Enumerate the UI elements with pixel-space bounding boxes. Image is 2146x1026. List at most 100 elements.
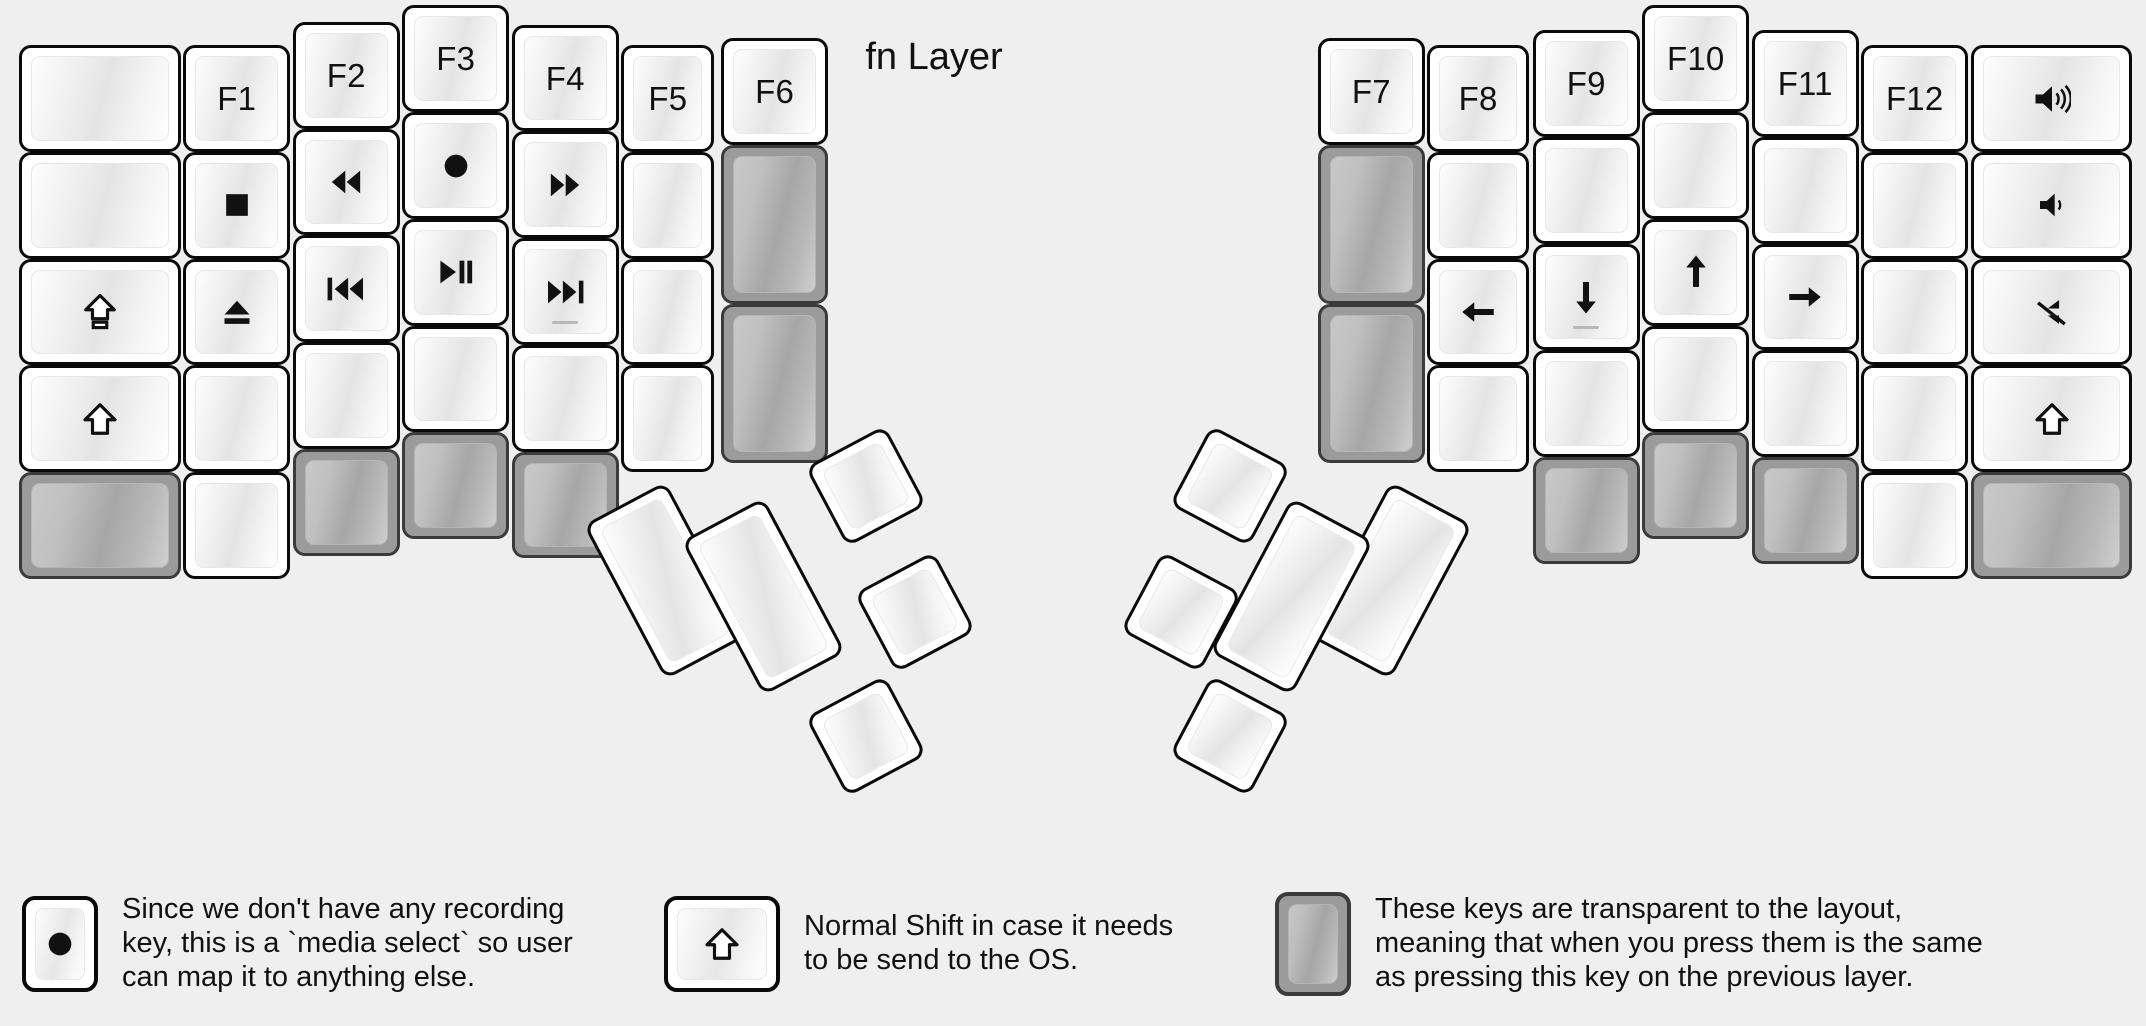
key-right-c5-r0-f12[interactable]: F12 bbox=[1861, 45, 1969, 152]
key-right-c2-r3[interactable] bbox=[1532, 350, 1640, 458]
legend-note-1-key-sample bbox=[22, 896, 98, 992]
arrow-down-icon bbox=[1576, 281, 1596, 314]
key-left-c0-r2-caps-lock[interactable] bbox=[19, 258, 181, 366]
key-right-c6-r2-volume-mute[interactable] bbox=[1970, 258, 2133, 366]
key-right-c3-r1[interactable] bbox=[1642, 112, 1750, 219]
legend-note-3: These keys are transparent to the layout… bbox=[1275, 862, 1983, 1026]
key-left-c1-r1-media-stop[interactable] bbox=[183, 151, 291, 259]
legend-note-2: Normal Shift in case it needs to be send… bbox=[664, 862, 1173, 1026]
legend-note-2-key-sample bbox=[664, 896, 780, 992]
key-left-c2-r0-f2[interactable]: F2 bbox=[292, 21, 400, 129]
key-left-c5-r1[interactable] bbox=[621, 151, 715, 259]
key-right-c6-r0-volume-up[interactable] bbox=[1970, 45, 2133, 152]
key-left-c6-r0-f6[interactable]: F6 bbox=[721, 38, 828, 146]
keycap-surface: F9 bbox=[1544, 41, 1628, 126]
key-left-c1-r0-f1[interactable]: F1 bbox=[183, 45, 291, 152]
key-left-c6-r1[interactable] bbox=[721, 145, 828, 304]
keycap-surface bbox=[1654, 123, 1738, 208]
key-right-c6-r3-shift[interactable] bbox=[1970, 365, 2133, 473]
volume-down-icon bbox=[2039, 193, 2061, 217]
legend-note-1-text: Since we don't have any recording key, t… bbox=[122, 893, 573, 993]
key-left-c5-r2[interactable] bbox=[621, 258, 715, 366]
key-right-c1-r1[interactable] bbox=[1427, 151, 1529, 259]
key-left-c2-r4[interactable] bbox=[292, 448, 400, 556]
key-right-c4-r3[interactable] bbox=[1751, 350, 1859, 458]
key-left-c0-r4[interactable] bbox=[19, 472, 181, 579]
key-right-c3-r0-f10[interactable]: F10 bbox=[1642, 5, 1750, 113]
key-right-c2-r4[interactable] bbox=[1532, 457, 1640, 564]
key-left-c1-r2-media-eject[interactable] bbox=[183, 258, 291, 366]
key-right-c4-r4[interactable] bbox=[1751, 457, 1859, 564]
key-right-c2-r2-arrow-down[interactable] bbox=[1532, 243, 1640, 351]
key-legend: F9 bbox=[1566, 64, 1606, 102]
key-left-c4-r3[interactable] bbox=[511, 344, 619, 452]
key-left-c0-r3-shift[interactable] bbox=[19, 365, 181, 473]
keycap-surface bbox=[1763, 468, 1847, 553]
keycap-surface bbox=[304, 139, 388, 225]
key-right-c6-r1-volume-down[interactable] bbox=[1970, 151, 2133, 259]
key-left-c5-r0-f5[interactable]: F5 bbox=[621, 45, 715, 152]
key-right-c5-r3[interactable] bbox=[1861, 365, 1969, 473]
keycap-surface bbox=[1544, 147, 1628, 233]
key-left-c3-r4[interactable] bbox=[402, 432, 510, 540]
key-left-c5-r3[interactable] bbox=[621, 365, 715, 473]
key-legend: F11 bbox=[1777, 64, 1833, 102]
key-left-c4-r0-f4[interactable]: F4 bbox=[511, 24, 619, 132]
key-right-c0-r2[interactable] bbox=[1317, 303, 1425, 463]
keycap-surface bbox=[35, 908, 85, 980]
key-right-c0-r1[interactable] bbox=[1317, 145, 1425, 304]
key-legend: F5 bbox=[648, 80, 688, 118]
key-left-c3-r2-media-play-pause[interactable] bbox=[402, 218, 510, 326]
key-right-c3-r2-arrow-up[interactable] bbox=[1642, 218, 1750, 326]
key-right-c5-r1[interactable] bbox=[1861, 151, 1969, 259]
key-left-c4-r2-media-next[interactable] bbox=[511, 238, 619, 345]
key-right-c1-r2-arrow-left[interactable] bbox=[1427, 258, 1529, 366]
media-fast-forward-icon bbox=[551, 173, 580, 197]
keycap-surface bbox=[1873, 376, 1957, 462]
keycap-surface bbox=[31, 269, 169, 355]
keycap-surface bbox=[733, 314, 816, 452]
key-left-c3-r0-f3[interactable]: F3 bbox=[402, 5, 510, 113]
key-left-c0-r0[interactable] bbox=[19, 45, 181, 152]
thumb-left-small-mid[interactable] bbox=[854, 550, 977, 673]
key-right-c3-r4[interactable] bbox=[1642, 432, 1750, 540]
key-left-c2-r1-media-rewind[interactable] bbox=[292, 128, 400, 236]
key-left-c1-r4[interactable] bbox=[183, 472, 291, 579]
key-legend: F4 bbox=[545, 59, 585, 97]
key-right-c5-r2[interactable] bbox=[1861, 258, 1969, 366]
key-right-c4-r1[interactable] bbox=[1751, 136, 1859, 244]
arrow-right-icon bbox=[1789, 287, 1821, 307]
key-right-c4-r0-f11[interactable]: F11 bbox=[1751, 30, 1859, 137]
key-right-c6-r4[interactable] bbox=[1970, 472, 2133, 579]
volume-up-icon bbox=[2033, 81, 2071, 117]
key-legend: F1 bbox=[217, 80, 257, 118]
keycap-surface bbox=[1288, 904, 1338, 984]
key-left-c3-r1-media-record[interactable] bbox=[402, 112, 510, 219]
key-left-c3-r3[interactable] bbox=[402, 325, 510, 433]
key-right-c5-r4[interactable] bbox=[1861, 472, 1969, 579]
key-legend: F12 bbox=[1885, 80, 1944, 118]
key-left-c2-r3[interactable] bbox=[292, 342, 400, 449]
key-left-c0-r1[interactable] bbox=[19, 151, 181, 259]
key-right-c0-r0-f7[interactable]: F7 bbox=[1317, 38, 1425, 146]
media-rewind-icon bbox=[327, 165, 365, 199]
media-record-icon bbox=[444, 154, 468, 177]
thumb-right-small-bot[interactable] bbox=[1169, 675, 1292, 798]
key-left-c2-r2-media-previous[interactable] bbox=[292, 235, 400, 343]
media-rewind-icon bbox=[332, 170, 361, 194]
key-right-c4-r2-arrow-right[interactable] bbox=[1751, 243, 1859, 351]
legend-note-2-text: Normal Shift in case it needs to be send… bbox=[804, 910, 1174, 976]
key-right-c2-r0-f9[interactable]: F9 bbox=[1532, 30, 1640, 137]
keycap-surface bbox=[633, 162, 703, 248]
key-right-c3-r3[interactable] bbox=[1642, 325, 1750, 433]
key-right-c1-r0-f8[interactable]: F8 bbox=[1427, 45, 1529, 152]
key-right-c2-r1[interactable] bbox=[1532, 136, 1640, 244]
key-left-c4-r1-media-fast-forward[interactable] bbox=[511, 131, 619, 239]
thumb-right-small-top[interactable] bbox=[1169, 424, 1292, 547]
key-right-c1-r3[interactable] bbox=[1427, 365, 1529, 473]
key-left-c6-r2[interactable] bbox=[721, 303, 828, 463]
keycap-surface bbox=[1544, 254, 1628, 340]
thumb-left-small-bot[interactable] bbox=[805, 675, 928, 798]
key-left-c1-r3[interactable] bbox=[183, 365, 291, 473]
keycap-surface bbox=[1329, 156, 1413, 293]
